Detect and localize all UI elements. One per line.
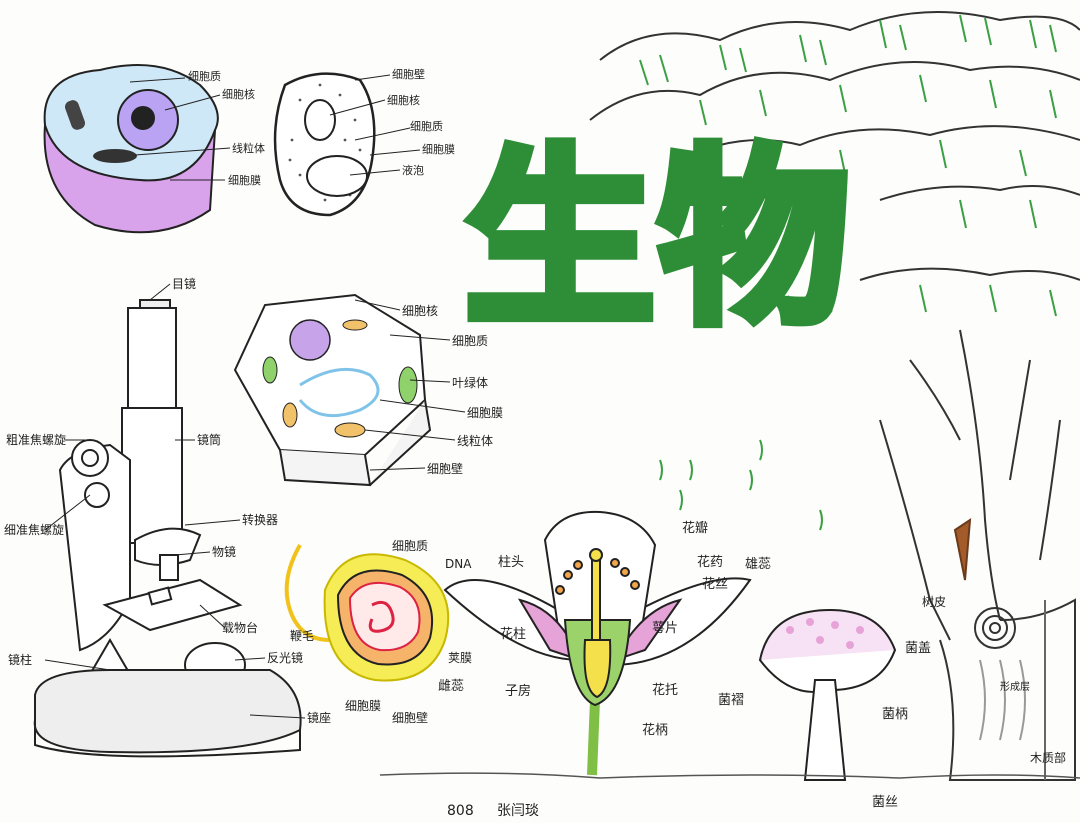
class-number: 808	[447, 803, 474, 819]
label-nucleus-2: 细胞核	[387, 93, 420, 107]
microscope-labels: 目镜 粗准焦螺旋 镜筒 转换器 细准焦螺旋 物镜 载物台 反光镜 镜柱 镜座	[4, 276, 331, 725]
label-stamen: 雄蕊	[745, 557, 771, 572]
label-cap: 菌盖	[905, 641, 931, 656]
label-sepal: 萼片	[652, 621, 678, 636]
animal-cell-labels: 细胞质 细胞核 线粒体 细胞膜	[188, 70, 265, 187]
label-coarse-focus: 粗准焦螺旋	[6, 433, 66, 447]
mushroom-diagram	[758, 608, 897, 781]
footer-signature: 808 张闫琰	[447, 803, 539, 819]
animal-cell-diagram	[43, 64, 219, 234]
falling-leaves	[659, 439, 823, 531]
label-pistil: 雌蕊	[438, 678, 464, 694]
label-dna: DNA	[445, 557, 472, 571]
label-cambium: 形成层	[1000, 681, 1030, 693]
label-stage: 载物台	[222, 620, 258, 635]
mushroom-labels: 菌盖 菌褶 菌柄 菌丝	[718, 641, 931, 810]
plant-cell-flat-diagram	[273, 72, 376, 217]
title-art: 生物	[460, 122, 854, 355]
label-chloroplast-3: 叶绿体	[452, 375, 488, 390]
label-stipe: 菌柄	[882, 707, 908, 722]
title-text: 生物	[465, 127, 853, 350]
tree-trunk	[879, 329, 1076, 781]
label-anther: 花药	[697, 554, 723, 570]
label-xylem: 木质部	[1030, 750, 1066, 765]
label-cytoplasm-2: 细胞质	[410, 120, 443, 133]
label-tube: 镜筒	[197, 432, 221, 447]
label-bac-membrane: 细胞膜	[345, 699, 381, 713]
label-style: 花柱	[500, 626, 526, 642]
label-ovary: 子房	[505, 683, 531, 699]
plant-cell-3d-labels: 细胞核 细胞质 叶绿体 细胞膜 线粒体 细胞壁	[402, 304, 503, 476]
label-filament: 花丝	[702, 576, 728, 592]
label-cytoplasm-3: 细胞质	[452, 334, 488, 348]
label-hyphae: 菌丝	[872, 795, 898, 810]
label-flagellum: 鞭毛	[290, 629, 314, 643]
label-membrane-3: 细胞膜	[467, 406, 503, 420]
label-pillar: 镜柱	[8, 652, 32, 667]
label-wall-2: 细胞壁	[392, 67, 425, 81]
label-gills: 菌褶	[718, 693, 744, 708]
flower-diagram	[443, 510, 752, 776]
label-petal: 花瓣	[682, 520, 708, 536]
label-base: 镜座	[307, 710, 331, 725]
author-name: 张闫琰	[497, 803, 539, 819]
label-nosepiece: 转换器	[242, 512, 278, 527]
canopy-hatching	[639, 14, 1057, 317]
label-objective: 物镜	[212, 544, 236, 559]
leader-lines	[44, 74, 466, 719]
label-vacuole-2: 液泡	[402, 163, 424, 177]
flower-labels: 花瓣 柱头 花药 花丝 雄蕊 花柱 萼片 雌蕊 子房 花托 花柄	[438, 520, 771, 738]
tree-labels: 树皮 形成层 木质部	[922, 594, 1066, 765]
label-membrane-2: 细胞膜	[422, 143, 455, 156]
label-nucleus-3: 细胞核	[402, 304, 438, 318]
label-nucleus-1: 细胞核	[222, 87, 255, 101]
label-pedicel: 花柄	[642, 722, 668, 738]
label-mitochondria-3: 线粒体	[457, 433, 493, 448]
label-wall-3: 细胞壁	[427, 461, 463, 476]
label-mitochondria-1: 线粒体	[232, 141, 265, 155]
bacterium-diagram	[284, 544, 450, 682]
plant-cell-flat-labels: 细胞壁 细胞核 细胞质 细胞膜 液泡	[387, 67, 455, 177]
microscope-diagram	[33, 299, 302, 758]
label-bark: 树皮	[922, 594, 946, 609]
label-receptacle: 花托	[652, 682, 678, 698]
plant-cell-3d-diagram	[233, 293, 432, 487]
label-capsule: 荚膜	[448, 651, 472, 665]
bacterium-labels: 细胞质 DNA 鞭毛 荚膜 细胞膜 细胞壁	[290, 539, 472, 725]
label-cytoplasm-1: 细胞质	[188, 70, 221, 83]
label-bac-cytoplasm: 细胞质	[392, 539, 428, 553]
label-bac-wall: 细胞壁	[392, 710, 428, 725]
label-stigma: 柱头	[498, 555, 524, 570]
tree-canopy	[589, 11, 1080, 281]
ground-line	[379, 772, 1080, 779]
label-membrane-1: 细胞膜	[228, 174, 261, 187]
label-eyepiece: 目镜	[172, 276, 196, 291]
label-fine-focus: 细准焦螺旋	[4, 523, 64, 537]
label-mirror: 反光镜	[267, 650, 303, 665]
